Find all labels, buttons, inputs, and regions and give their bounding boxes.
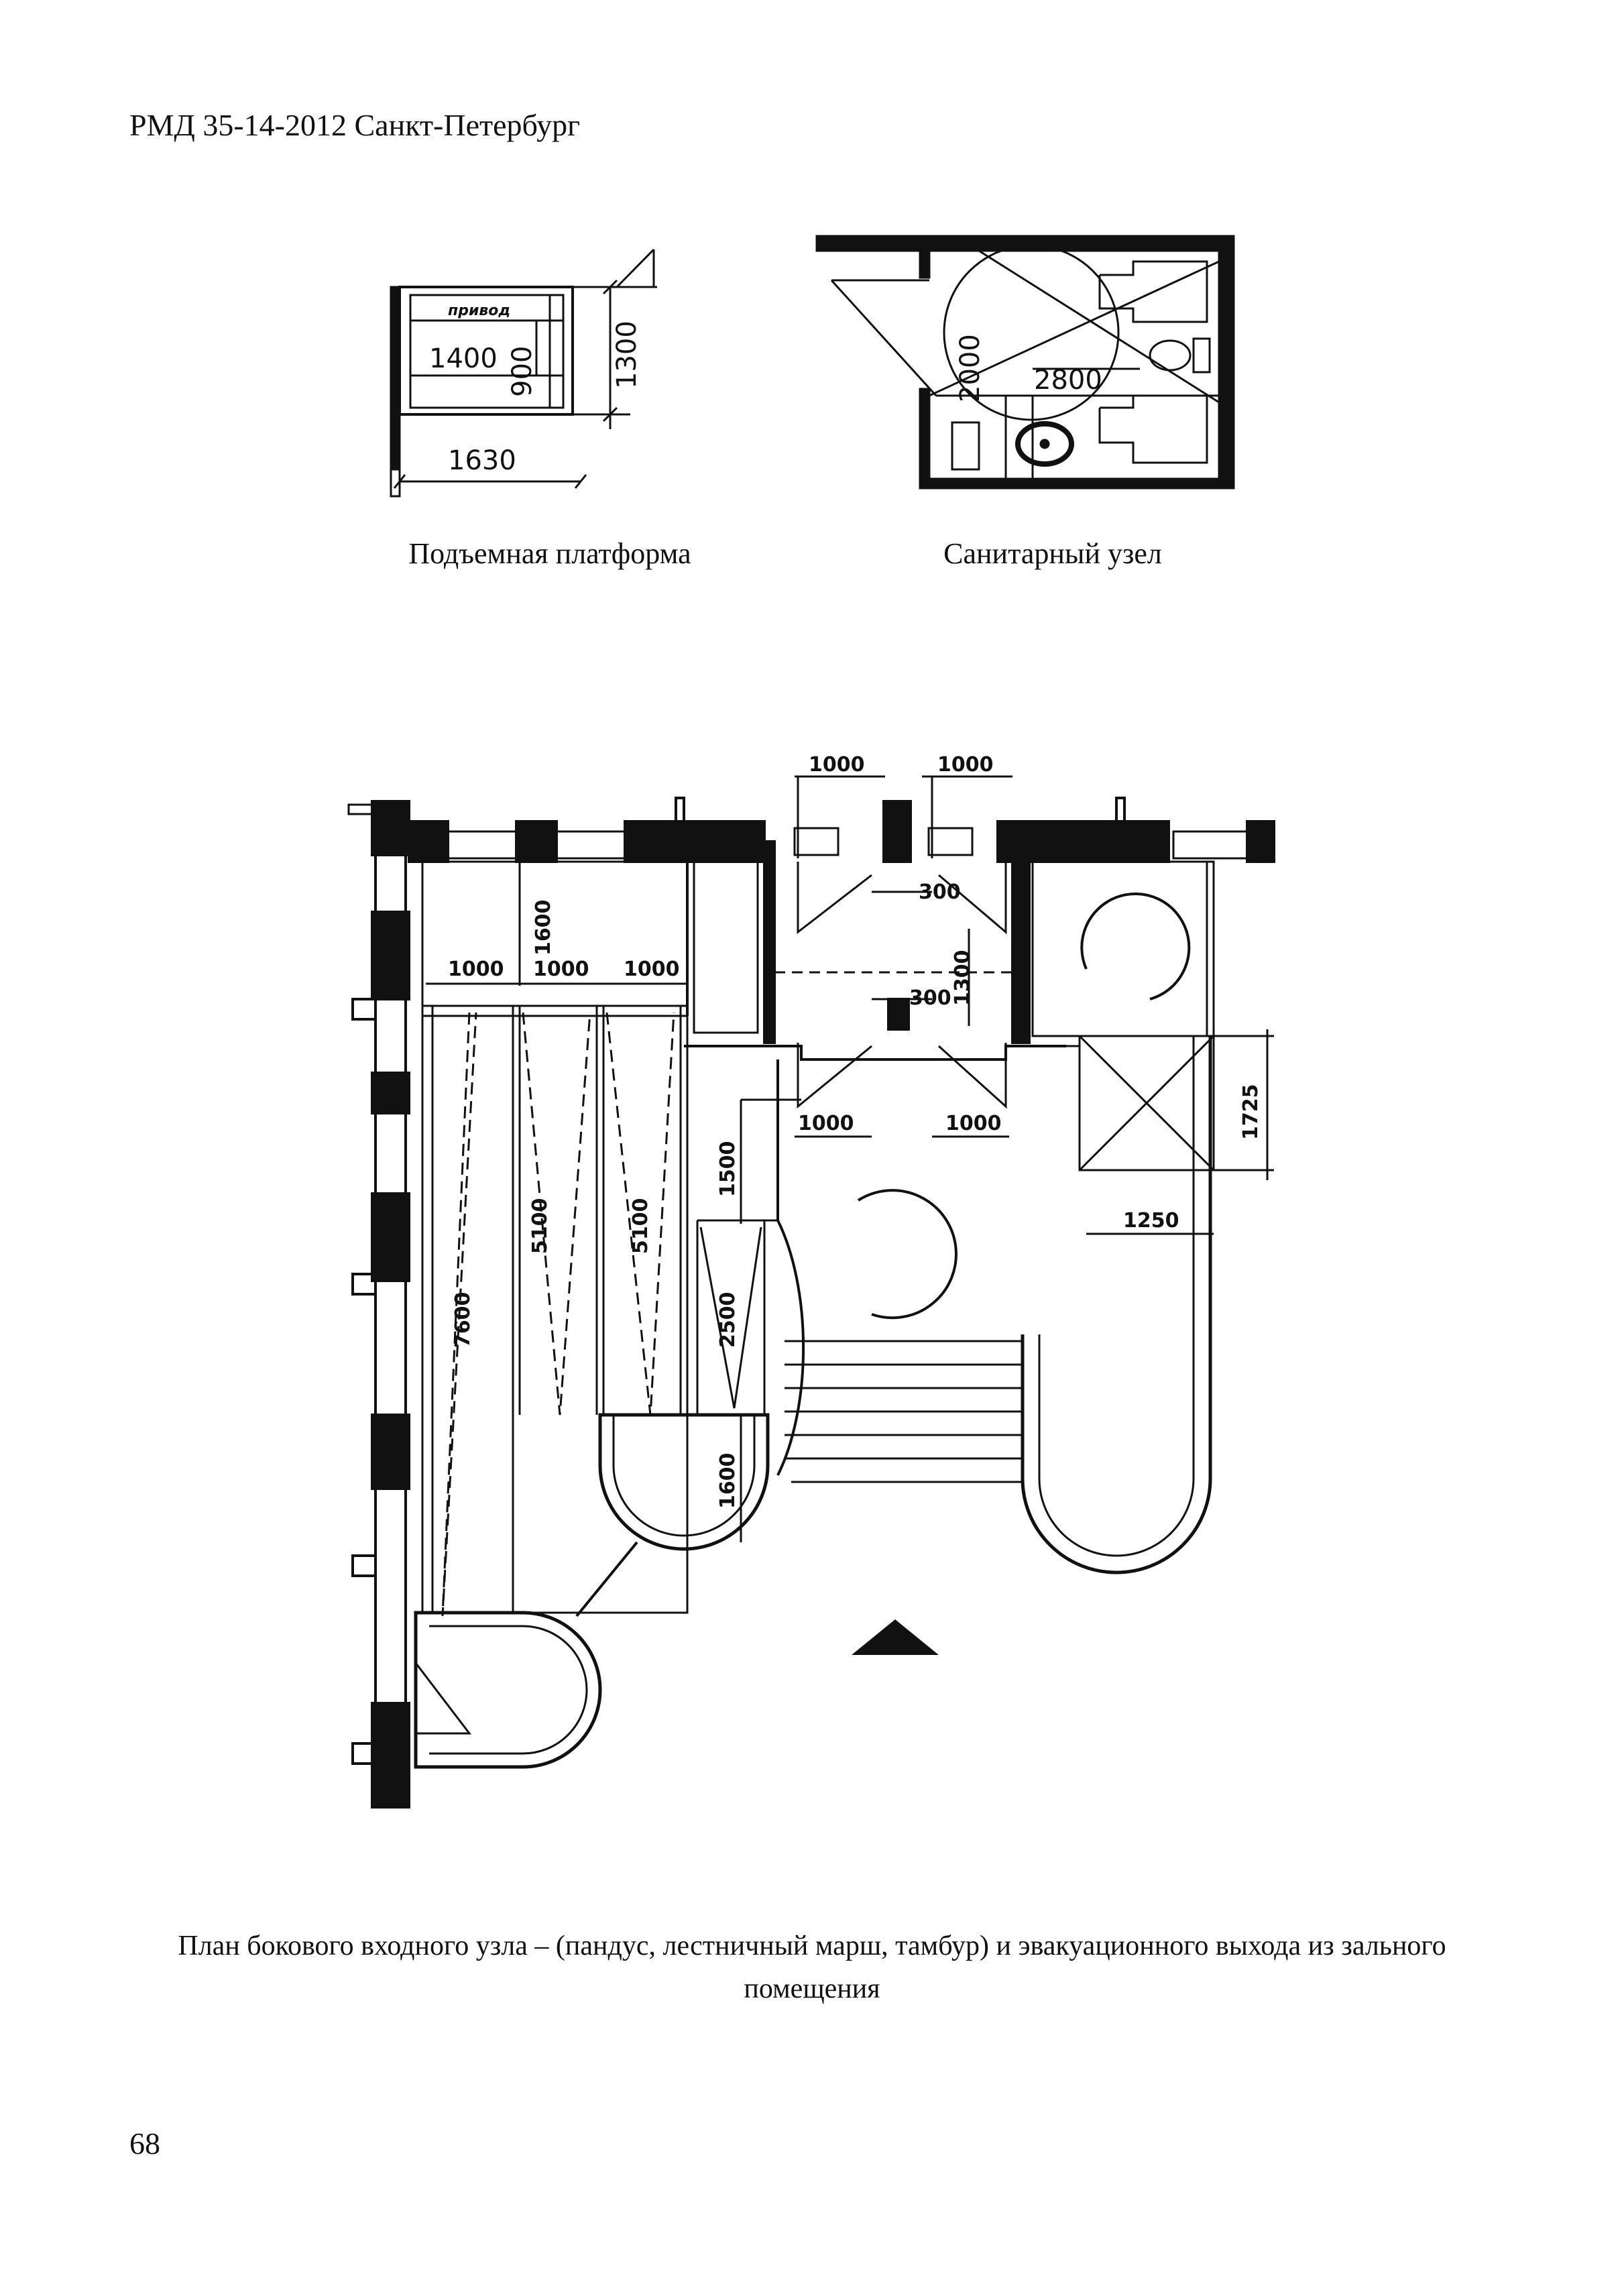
dim-ramp-1000-c: 1000 — [624, 958, 680, 981]
sink-icon — [1015, 421, 1074, 467]
dim-1250: 1250 — [1123, 1209, 1179, 1232]
dim-1600-bottom: 1600 — [716, 1453, 740, 1509]
ramp-run-2 — [522, 1012, 591, 1416]
sanitary-door-swing — [830, 279, 937, 397]
tambour-wall-right — [1011, 860, 1031, 1044]
staircase — [785, 1334, 1024, 1485]
middle-ramp-curve — [598, 1413, 770, 1551]
sanitary-drawing — [815, 235, 1235, 490]
platform-frame — [398, 286, 574, 416]
sanitary-fixture-top — [1098, 260, 1208, 323]
dim-5100-b: 5100 — [629, 1198, 652, 1255]
dim-ramp-1000-a: 1000 — [448, 958, 504, 981]
dim-1600-top: 1600 — [532, 900, 555, 956]
dim-1725: 1725 — [1239, 1084, 1263, 1141]
dim-tambour-1000-b: 1000 — [945, 1112, 1002, 1135]
entrance-arrow-icon — [852, 1619, 939, 1655]
sanitary-wall-right — [1218, 235, 1235, 490]
dim-1500: 1500 — [716, 1141, 740, 1198]
ramp-run-1 — [441, 1012, 477, 1617]
platform-cabin — [409, 294, 565, 409]
dim-2500: 2500 — [716, 1292, 740, 1348]
platform-dim-1630: 1630 — [448, 445, 516, 476]
sanitary-turning-circle — [943, 244, 1120, 421]
document-header: РМД 35-14-2012 Санкт-Петербург — [129, 108, 581, 142]
vestibule-turning-circle — [857, 1189, 958, 1320]
sanitary-fixture-bottom — [1098, 394, 1208, 464]
dim-300-mid: 300 — [909, 986, 951, 1010]
dim-ramp-1000-b: 1000 — [533, 958, 589, 981]
platform-dim-1300: 1300 — [612, 321, 642, 389]
toilet-icon — [1149, 339, 1192, 371]
lower-landing — [414, 1611, 602, 1769]
platform-dim-1400: 1400 — [429, 343, 498, 374]
sanitary-dim-2000: 2000 — [955, 334, 986, 402]
dim-top-left-1000: 1000 — [809, 753, 865, 777]
plan-dimension-lines — [426, 775, 1274, 1542]
tambour-wall-left — [763, 840, 776, 1044]
platform-caption: Подъемная платформа — [408, 537, 691, 570]
dim-tambour-1000-a: 1000 — [798, 1112, 854, 1135]
sanitary-wall-left — [919, 388, 931, 490]
right-ramp-curve — [1021, 1036, 1212, 1574]
sanitary-caption: Санитарный узел — [943, 537, 1162, 570]
platform-drive-label: привод — [448, 302, 510, 319]
sanitary-wall-top — [815, 235, 1235, 252]
sanitary-wall-bottom — [919, 477, 1235, 490]
dim-300-top: 300 — [919, 880, 961, 904]
sanitary-dim-2800: 2800 — [1034, 365, 1102, 396]
entrance-plan — [347, 775, 1275, 1809]
dim-7600: 7600 — [451, 1292, 475, 1348]
page-number: 68 — [129, 2126, 160, 2161]
ramp-area — [421, 860, 689, 1614]
dim-1300: 1300 — [951, 950, 974, 1007]
platform-drawing — [390, 248, 657, 498]
plan-caption: План бокового входного узла – (пандус, л… — [178, 1931, 1446, 2004]
lift-area — [1031, 860, 1215, 1037]
platform-dim-900: 900 — [507, 346, 538, 397]
dim-top-right-1000: 1000 — [937, 753, 994, 777]
dim-5100-a: 5100 — [528, 1198, 552, 1255]
